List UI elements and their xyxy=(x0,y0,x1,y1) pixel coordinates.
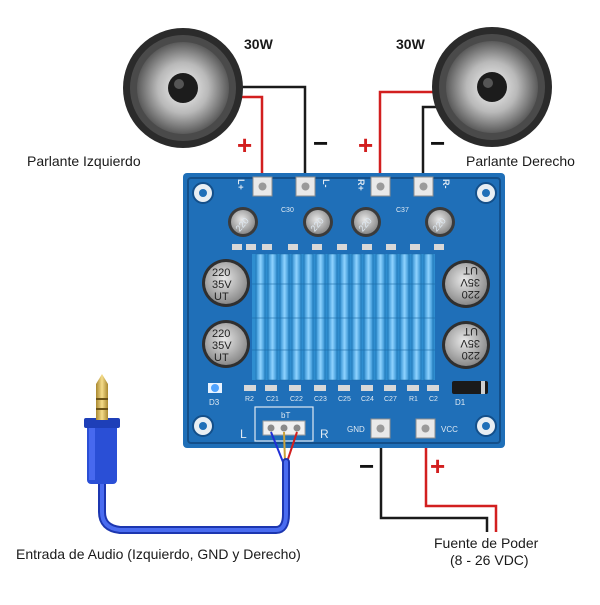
capacitor-icon: 220 xyxy=(351,207,381,237)
row-label: C25 xyxy=(338,396,351,403)
terminal-label-l-plus: L+ xyxy=(236,179,246,190)
terminal-label-r-plus: R+ xyxy=(356,179,366,191)
row-label: C22 xyxy=(290,396,303,403)
audio-input-caption: Entrada de Audio (Izquierdo, GND y Derec… xyxy=(16,546,301,562)
right-speaker-power: 30W xyxy=(396,36,425,52)
big-capacitor-icon: 220 35V UT xyxy=(442,321,490,369)
left-speaker-icon xyxy=(123,28,243,148)
cap-value: 220 xyxy=(212,267,230,279)
input-connector xyxy=(254,406,314,442)
terminal-label-l-minus: L- xyxy=(321,179,331,188)
right-plus-wire xyxy=(378,90,442,182)
power-supply-caption: Fuente de Poder xyxy=(434,535,539,551)
terminal-label-r-minus: R- xyxy=(441,179,451,189)
capacitor-icon: 220 xyxy=(228,207,258,237)
right-plus-sign: + xyxy=(358,130,374,160)
cap-value: 220 xyxy=(462,288,480,300)
cap-voltage: 35V xyxy=(460,276,480,288)
right-speaker-icon xyxy=(432,27,552,147)
amplifier-board: L+ L- R+ R- 220 220 220 220 xyxy=(183,173,505,448)
left-speaker-power: 30W xyxy=(244,36,273,52)
big-capacitor-icon: 220 35V UT xyxy=(202,320,250,368)
diode-label: D1 xyxy=(455,398,466,407)
terminal-label-gnd: GND xyxy=(347,425,365,434)
vcc-wire xyxy=(424,438,498,532)
left-minus-sign: − xyxy=(313,128,329,158)
row-label: C24 xyxy=(361,396,374,403)
big-capacitor-icon: 220 35V UT xyxy=(202,259,250,307)
input-wires xyxy=(270,431,298,463)
capacitor-icon: 220 xyxy=(425,207,455,237)
chip-cap-label: C37 xyxy=(396,207,409,214)
cap-voltage: 35V xyxy=(460,337,480,349)
gnd-minus-sign: − xyxy=(359,451,375,481)
cap-mark: UT xyxy=(214,352,229,364)
smd-row-bottom xyxy=(244,385,439,391)
left-speaker-label: Parlante Izquierdo xyxy=(27,153,141,169)
cap-mark: UT xyxy=(463,325,478,337)
right-minus-sign: − xyxy=(430,128,446,158)
gnd-wire xyxy=(379,438,489,532)
input-channel-right: R xyxy=(320,427,329,441)
cap-mark: UT xyxy=(463,264,478,276)
right-speaker-label: Parlante Derecho xyxy=(466,153,575,169)
row-label: C2 xyxy=(429,396,438,403)
left-minus-wire xyxy=(228,85,307,182)
vcc-plus-sign: + xyxy=(430,451,446,481)
cap-mark: UT xyxy=(214,291,229,303)
diode-icon xyxy=(452,381,488,394)
input-channel-left: L xyxy=(240,427,247,441)
audio-jack-icon xyxy=(84,374,120,484)
big-capacitor-icon: 220 35V UT xyxy=(442,260,490,308)
capacitor-icon: 220 xyxy=(303,207,333,237)
row-label: C27 xyxy=(384,396,397,403)
small-capacitors-row: 220 220 220 220 xyxy=(228,207,455,237)
chip-cap-label: C30 xyxy=(281,207,294,214)
terminal-label-vcc: VCC xyxy=(441,425,458,434)
cap-voltage: 35V xyxy=(212,340,232,352)
mounting-hole-icon xyxy=(192,182,497,437)
row-label: C23 xyxy=(314,396,327,403)
audio-cable xyxy=(98,458,290,534)
input-marker: bT xyxy=(281,411,290,420)
led-label: D3 xyxy=(209,398,220,407)
cap-value: 220 xyxy=(462,349,480,361)
heatsink xyxy=(252,253,435,381)
cap-voltage: 35V xyxy=(212,279,232,291)
left-plus-sign: + xyxy=(237,130,253,160)
smd-row-top xyxy=(232,244,444,250)
led-icon xyxy=(208,383,222,393)
row-label: R1 xyxy=(409,396,418,403)
row-label: C21 xyxy=(266,396,279,403)
row-label: R2 xyxy=(245,396,254,403)
power-range-caption: (8 - 26 VDC) xyxy=(450,552,529,568)
cap-value: 220 xyxy=(212,328,230,340)
